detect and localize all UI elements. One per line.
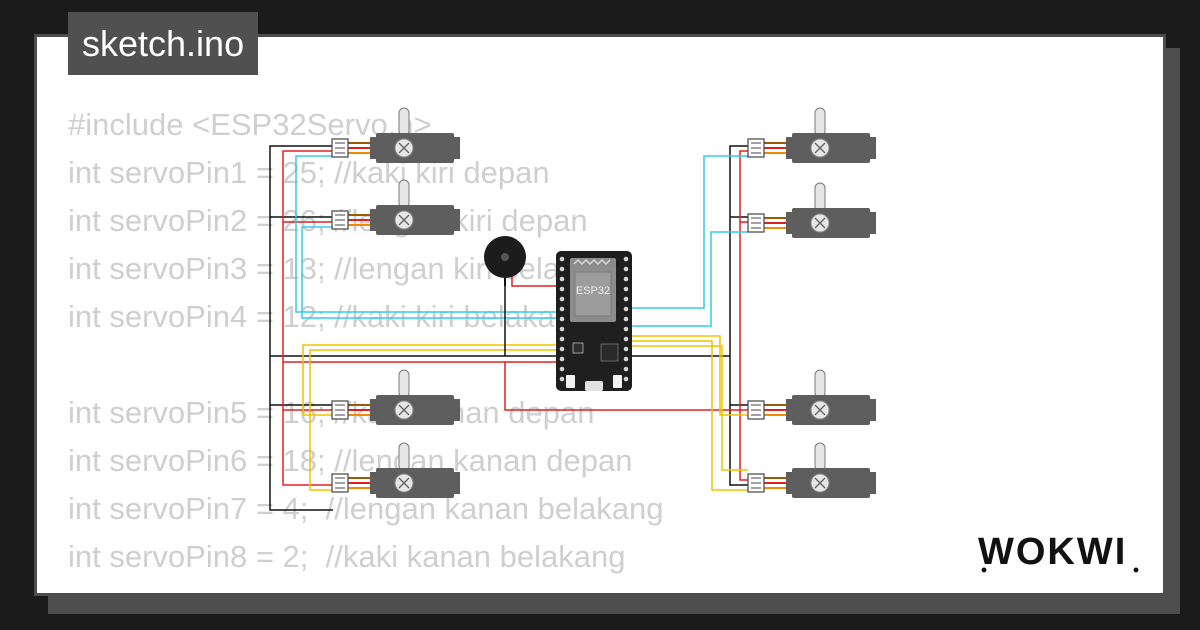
esp32-board: ESP32 <box>556 251 632 391</box>
servo-3 <box>747 107 877 164</box>
esp32-label: ESP32 <box>576 285 610 297</box>
servo-6 <box>331 442 461 499</box>
servo-5 <box>331 369 461 426</box>
wokwi-logo-text: WOKWI <box>978 531 1127 573</box>
servo-8 <box>747 442 877 499</box>
code-line-10: int servoPin8 = 2; //kaki kanan belakang <box>68 539 626 574</box>
file-tab[interactable]: sketch.ino <box>68 12 259 75</box>
buzzer <box>484 236 526 286</box>
servo-7 <box>747 369 877 426</box>
wokwi-logo: WOKWI <box>978 531 1139 573</box>
servo-1 <box>331 107 461 164</box>
code-line-2: int servoPin1 = 25; //kaki kiri depan <box>68 155 550 190</box>
code-line-9: int servoPin7 = 4; //lengan kanan belaka… <box>68 491 664 526</box>
servo-2 <box>331 179 461 236</box>
servo-4 <box>747 182 877 239</box>
